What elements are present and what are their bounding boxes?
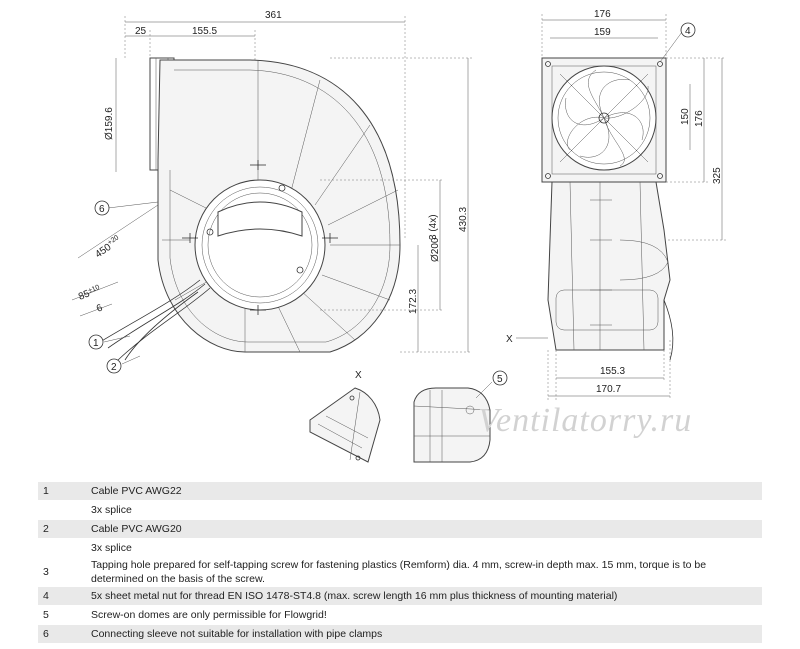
- detail-5-view: 5: [413, 370, 508, 463]
- notes-row: 3x splice: [38, 500, 762, 520]
- technical-drawing: 361 25 155.5 Ø159.6: [71, 9, 726, 463]
- dim-155-3: 155.3: [600, 366, 625, 377]
- detail-x-label: X: [355, 370, 362, 381]
- callout-4: 4: [685, 26, 691, 37]
- note-number: 6: [38, 624, 86, 643]
- note-text: 5x sheet metal nut for thread EN ISO 147…: [86, 586, 762, 606]
- note-text: 3x splice: [86, 500, 762, 520]
- note-text: Connecting sleeve not suitable for insta…: [86, 624, 762, 643]
- dim-159: 159: [594, 27, 611, 38]
- callout-5-bubble: [492, 370, 508, 386]
- dim-430-3: 430.3: [458, 207, 469, 232]
- callout-1-bubble: [88, 334, 104, 350]
- callout-2: 2: [111, 362, 117, 373]
- front-view: 361 25 155.5 Ø159.6: [71, 10, 472, 374]
- dim-85: 85±10: [77, 284, 102, 303]
- note-text: Cable PVC AWG20: [86, 519, 762, 539]
- dim-6: 6: [95, 302, 105, 314]
- dim-176-top: 176: [594, 9, 611, 20]
- dim-325: 325: [712, 167, 723, 184]
- dim-25: 25: [135, 26, 147, 37]
- note-number: 4: [38, 586, 86, 606]
- dim-200: Ø200: [430, 237, 441, 262]
- section-marker-x: X: [506, 334, 513, 345]
- dim-155-5: 155.5: [192, 26, 217, 37]
- note-text: Cable PVC AWG22: [86, 481, 762, 501]
- note-number: 1: [38, 481, 86, 501]
- dim-172-3: 172.3: [408, 289, 419, 314]
- dim-361: 361: [265, 10, 282, 21]
- dim-176-side: 176: [694, 110, 705, 127]
- note-number: 5: [38, 605, 86, 625]
- detail-x-view: X: [309, 370, 381, 463]
- note-number: 2: [38, 519, 86, 539]
- callout-6: 6: [99, 204, 105, 215]
- dim-159-6: Ø159.6: [104, 107, 115, 140]
- dim-170-7: 170.7: [596, 384, 621, 395]
- note-text: Tapping hole prepared for self-tapping s…: [86, 557, 762, 587]
- callout-4-bubble: [680, 22, 696, 38]
- side-view: 176 159: [506, 9, 726, 400]
- watermark-text: Ventilatorry.ru: [478, 402, 693, 439]
- callout-6-bubble: [94, 200, 110, 216]
- callout-5: 5: [497, 374, 503, 385]
- note-text: Screw-on domes are only permissible for …: [86, 605, 762, 625]
- dim-150: 150: [680, 108, 691, 125]
- note-text: 3x splice: [86, 538, 762, 558]
- notes-row: 3x splice: [38, 538, 762, 558]
- callout-2-bubble: [106, 358, 122, 374]
- note-number: [38, 538, 86, 558]
- note-number: 3: [38, 557, 86, 587]
- note-number: [38, 500, 86, 520]
- dim-3-4x: 3 (4x): [428, 214, 439, 240]
- callout-1: 1: [93, 338, 99, 349]
